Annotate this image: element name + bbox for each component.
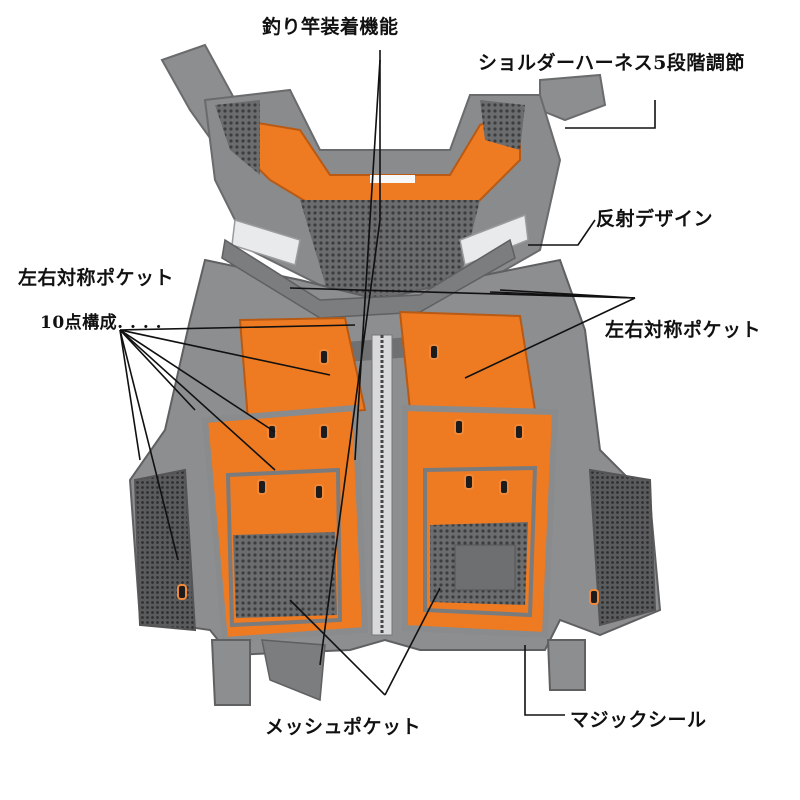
label-magic-seal: マジックシール	[570, 709, 707, 731]
label-reflective-design: 反射デザイン	[596, 208, 714, 230]
reflective-strip-left	[231, 219, 301, 266]
reflective-strip-right	[459, 213, 529, 267]
front-mesh-window-left	[233, 532, 337, 618]
label-symmetric-pockets-left: 左右対称ポケット	[18, 267, 175, 289]
leader-lines	[119, 50, 656, 716]
side-mesh-pocket-left	[133, 468, 197, 632]
side-mesh-pocket-right	[588, 468, 657, 627]
label-shoulder-harness: ショルダーハーネス5段階調節	[478, 52, 745, 74]
back-mesh	[300, 200, 480, 300]
velcro-patch	[454, 544, 516, 591]
label-rod-holder: 釣り竿装着機能	[262, 16, 399, 38]
label-symmetric-pockets-right: 左右対称ポケット	[605, 319, 762, 341]
label-mesh-pocket: メッシュポケット	[265, 716, 422, 738]
label-ten-points: 10点構成. . . .	[40, 313, 163, 333]
